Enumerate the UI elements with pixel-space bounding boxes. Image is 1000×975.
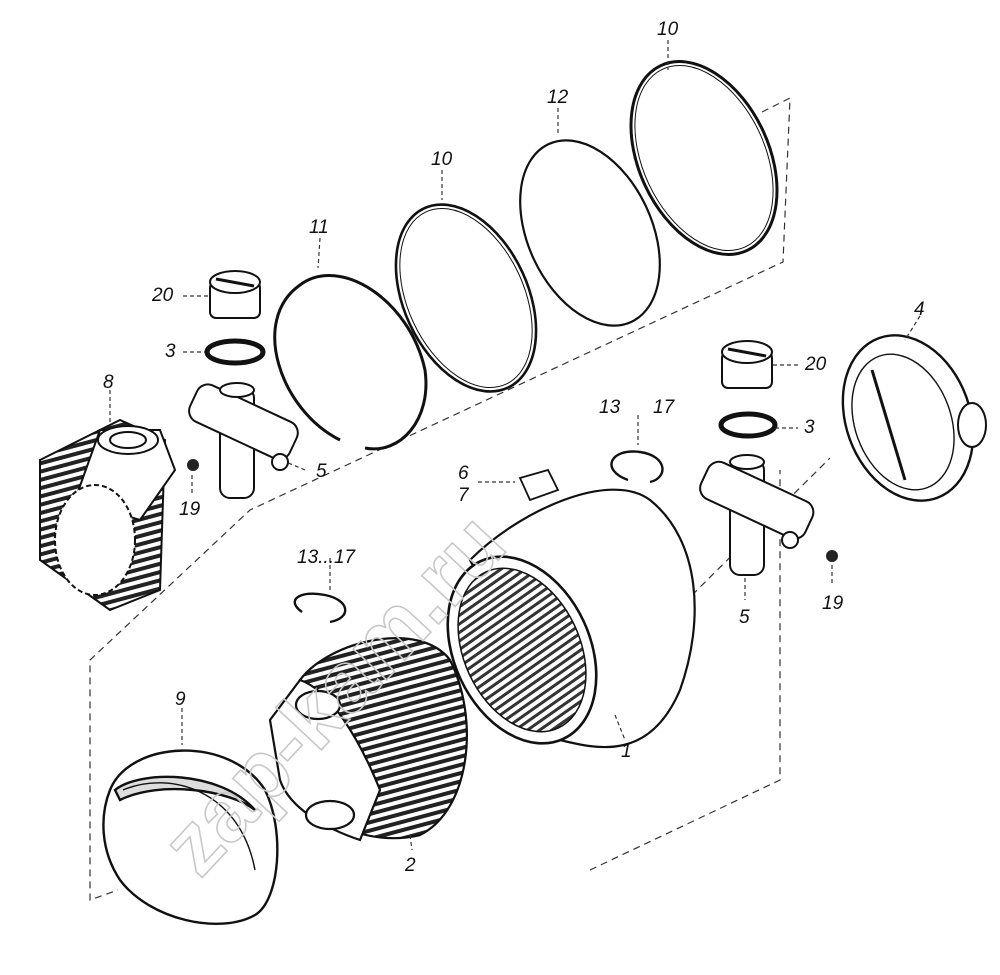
hub-2 (268, 637, 468, 842)
nipple-19-right (826, 550, 838, 562)
callout-11: 11 (309, 217, 329, 238)
seal-3-right (718, 411, 778, 439)
callout-12: 12 (547, 87, 569, 108)
cross-5-left (188, 382, 299, 499)
snap-ring-13-17-right (610, 450, 664, 484)
ring-10-top (629, 60, 779, 256)
leader-lines (109, 40, 921, 851)
callout-17-right: 17 (653, 397, 675, 418)
callout-5-right: 5 (739, 607, 750, 628)
ring-12 (519, 139, 661, 327)
callout-9: 9 (175, 689, 186, 710)
callout-2: 2 (405, 855, 416, 876)
callout-13-right: 13 (599, 397, 621, 418)
callout-20-left: 20 (152, 285, 174, 306)
callout-10-top: 10 (657, 19, 679, 40)
callout-7: 7 (458, 485, 469, 506)
callout-19-right: 19 (822, 593, 844, 614)
plate-6-7 (518, 468, 560, 502)
drum-1 (446, 488, 696, 749)
callout-4: 4 (914, 299, 925, 320)
yoke-8 (39, 418, 177, 612)
nipple-19-left (187, 459, 199, 471)
cross-5-right (699, 454, 815, 576)
snap-ring-11 (273, 274, 428, 451)
sleeve-9 (102, 749, 279, 926)
cover-4 (841, 334, 987, 502)
callout-3-right: 3 (804, 417, 815, 438)
callout-13-17-left: 13...17 (297, 547, 356, 568)
cap-20-right (721, 340, 773, 389)
ring-10-middle (394, 203, 538, 393)
snap-ring-13-17-left (293, 592, 347, 624)
callout-5-left: 5 (316, 461, 327, 482)
callout-10-middle: 10 (431, 149, 453, 170)
callout-6: 6 (458, 463, 469, 484)
callout-20-right: 20 (805, 354, 827, 375)
callout-3-left: 3 (165, 341, 176, 362)
callout-1: 1 (621, 741, 632, 762)
seal-3-left (204, 338, 266, 366)
cap-20-left (209, 270, 261, 319)
callout-8: 8 (103, 372, 114, 393)
callout-19-left: 19 (179, 499, 201, 520)
